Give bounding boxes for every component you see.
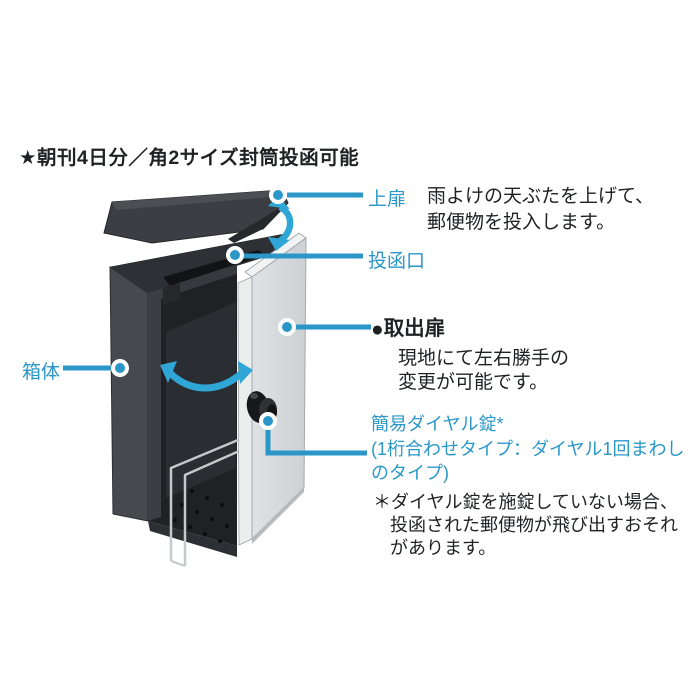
- dial-lock-dot: [259, 412, 277, 430]
- top-door-description: 雨よけの天ぶたを上げて、 郵便物を投入します。: [427, 184, 654, 235]
- callout-dots: [111, 186, 296, 430]
- label-post-slot: 投函口: [368, 251, 426, 272]
- label-box-body: 箱体: [22, 362, 61, 383]
- takeout-door-dot: [278, 318, 296, 336]
- box-body-shape: [109, 266, 149, 522]
- dial-lock-footnote: ＊ダイヤル錠を施錠していない場合、 投函された郵便物が飛び出すおそれ があります…: [373, 491, 678, 560]
- door-swing-arrow-icon: [160, 361, 253, 392]
- label-dial-lock-line2: (1桁合わせタイプ：ダイヤル1回まわし: [371, 438, 685, 459]
- dial-lock-callout: 簡易ダイヤル錠* (1桁合わせタイプ：ダイヤル1回まわし のタイプ): [371, 412, 684, 486]
- top-lid-shape: [103, 189, 289, 244]
- takeout-door-description-line2: 変更が可能です。: [398, 371, 549, 393]
- box-body-dot: [111, 359, 129, 377]
- footnote-line2: 投函された郵便物が飛び出すおそれ: [390, 515, 678, 535]
- top-door-dot: [269, 186, 287, 204]
- footnote-line1: ＊ダイヤル錠を施錠していない場合、: [373, 492, 678, 512]
- takeout-door-callout: ●取出扉 現地にて左右勝手の 変更が可能です。: [371, 311, 569, 394]
- top-door-description-line2: 郵便物を投入します。: [427, 211, 616, 233]
- label-dial-lock-line3: のタイプ): [371, 463, 449, 483]
- feature-title: ★朝刊4日分／角2サイズ封筒投函可能: [19, 147, 360, 169]
- bullet-icon: ●: [371, 318, 384, 341]
- callout-leaders: [63, 192, 371, 456]
- takeout-door-description: 現地にて左右勝手の 変更が可能です。: [398, 347, 569, 394]
- label-takeout-door: ●取出扉: [371, 317, 446, 341]
- top-door-description-line1: 雨よけの天ぶたを上げて、: [427, 186, 655, 207]
- takeout-door-description-line1: 現地にて左右勝手の: [398, 348, 570, 369]
- takeout-door-shape: [237, 232, 307, 546]
- wire-rack-shape: [169, 438, 247, 567]
- footnote-line3: があります。: [390, 538, 497, 558]
- post-slot-dot: [226, 246, 244, 264]
- label-top-door: 上扉: [368, 189, 407, 210]
- box-interior: [148, 264, 247, 567]
- label-dial-lock-line1: 簡易ダイヤル錠*: [371, 414, 504, 434]
